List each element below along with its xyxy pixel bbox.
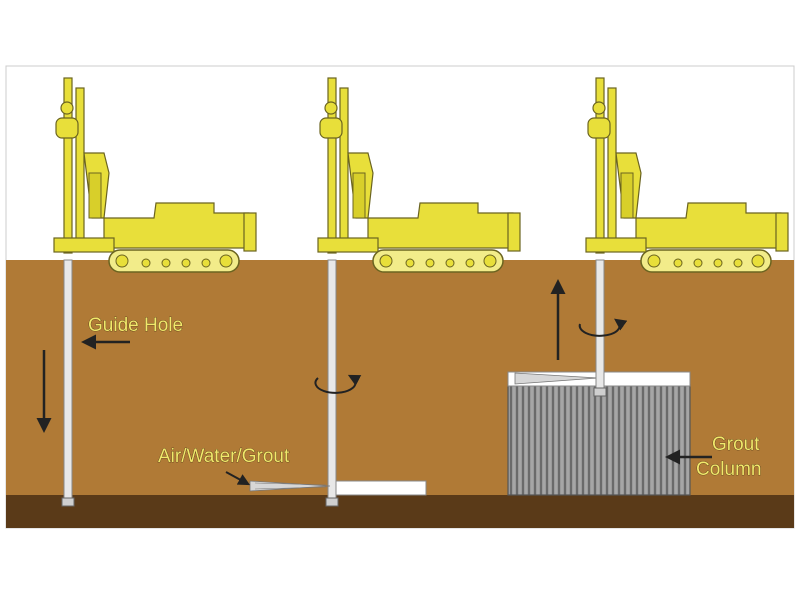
drill-bit-3 xyxy=(593,387,607,397)
drill-rod-3 xyxy=(595,259,605,391)
jet-stream-3 xyxy=(514,372,599,385)
jet-slot xyxy=(335,480,427,496)
drill-bit-1 xyxy=(61,497,75,507)
rotation-arrow-2 xyxy=(314,374,362,394)
bedrock-layer xyxy=(6,495,794,528)
grout-column xyxy=(507,384,691,496)
drill-rod-1 xyxy=(63,259,73,503)
grout-column-label-line1: Grout xyxy=(712,434,760,455)
jetting-stage: Air/Water/Grout xyxy=(158,77,521,507)
grout-column-label-line2: Column xyxy=(696,459,761,480)
drill-bit-2 xyxy=(325,497,339,507)
rotation-arrow-3 xyxy=(578,318,628,337)
drill-rod-2 xyxy=(327,259,337,503)
guide-hole-stage: Guide Hole xyxy=(36,77,257,507)
grout-column-stage: Grout Column xyxy=(507,77,789,496)
guide-hole-label: Guide Hole xyxy=(88,315,183,336)
air-water-grout-label: Air/Water/Grout xyxy=(158,446,290,467)
air-water-grout-pointer xyxy=(225,471,251,486)
